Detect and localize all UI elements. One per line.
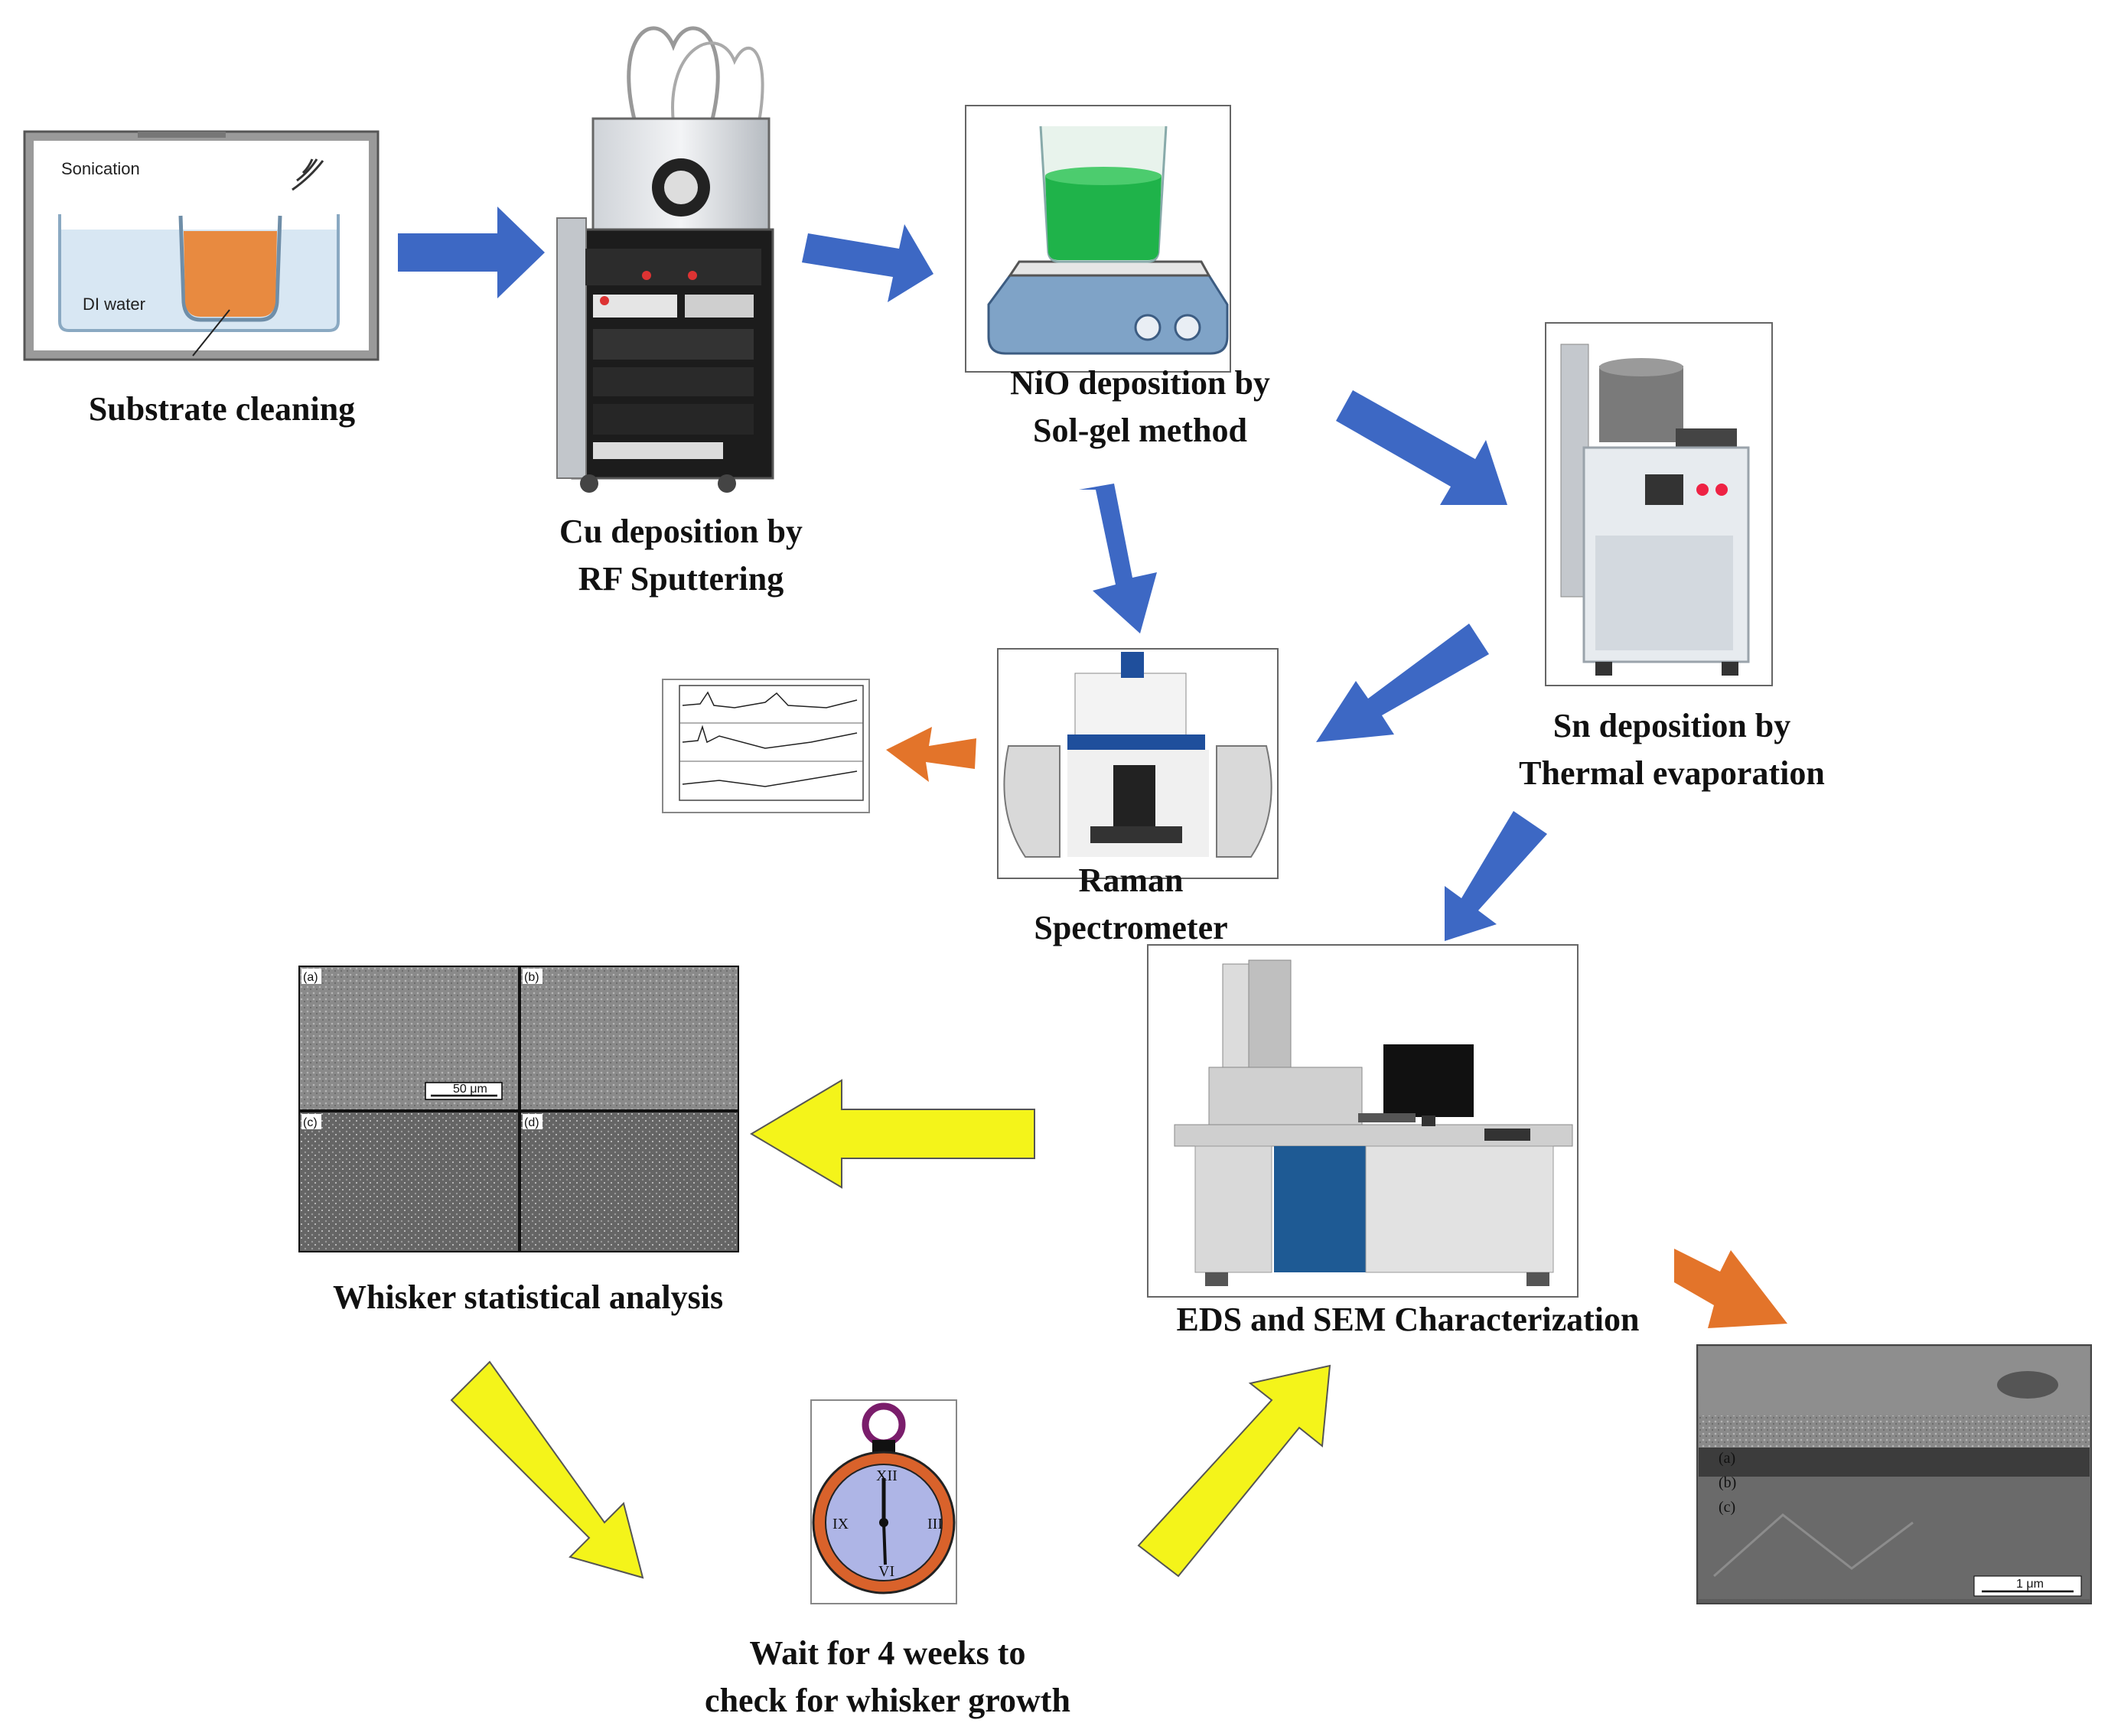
sputter-label-line1: Cu deposition by xyxy=(559,513,803,550)
thermal-label-line1: Sn deposition by xyxy=(1552,707,1791,744)
thermal-evaporator-illustration xyxy=(1545,322,1773,686)
bath-liquid: DI water xyxy=(83,295,145,314)
svg-text:IX: IX xyxy=(832,1516,849,1532)
arrow-solgel-to-raman xyxy=(1079,484,1157,633)
arrow-solgel-to-thermal xyxy=(1336,390,1507,505)
wait-step-label: Wait for 4 weeks to check for whisker gr… xyxy=(643,1630,1132,1724)
solgel-label-line1: NiO deposition by xyxy=(1010,364,1270,402)
whisker-analysis-label: Whisker statistical analysis xyxy=(332,1278,724,1316)
arrow-sputter-to-solgel xyxy=(802,224,933,302)
cross-section-sem-image: (a) (b) (c) 1 μm xyxy=(1696,1344,2092,1604)
svg-text:VI: VI xyxy=(878,1563,894,1580)
sem-step-label: EDS and SEM Characterization xyxy=(1176,1301,1640,1338)
panel-c-label: (c) xyxy=(303,1116,318,1129)
wait-label-line1: Wait for 4 weeks to xyxy=(749,1634,1026,1672)
arrow-substrate-to-sputter xyxy=(398,207,545,298)
raman-label-line1: Raman xyxy=(1078,861,1184,899)
arrow-thermal-to-sem xyxy=(1445,811,1547,941)
raman-spectrometer-illustration xyxy=(997,648,1279,879)
sonication-bath-illustration: Sonication DI water xyxy=(23,130,380,361)
arrow-whisker-to-wait xyxy=(450,1360,644,1579)
cross-section-scale-bar-label: 1 μm xyxy=(2016,1578,2044,1591)
whisker-scale-bar-label: 50 μm xyxy=(453,1083,487,1096)
rf-sputtering-machine-illustration xyxy=(556,26,774,493)
layer-a-label: (a) xyxy=(1719,1450,1735,1467)
panel-a-label: (a) xyxy=(303,971,318,984)
whisker-sem-panels: 50 μm (a) (b) (c) (d) xyxy=(298,966,739,1252)
thermal-label-line2: Thermal evaporation xyxy=(1519,754,1825,792)
wait-label-line2: check for whisker growth xyxy=(705,1681,1070,1719)
raman-spectrum-thumbnail xyxy=(662,679,870,813)
panel-b-label: (b) xyxy=(524,971,539,984)
raman-label-line2: Spectrometer xyxy=(1034,908,1228,946)
layer-b-label: (b) xyxy=(1719,1474,1736,1491)
sputter-label-line2: RF Sputtering xyxy=(578,559,784,598)
layer-c-label: (c) xyxy=(1719,1499,1735,1516)
svg-text:XII: XII xyxy=(876,1467,898,1484)
stopwatch-icon: XII III VI IX xyxy=(810,1399,957,1604)
sol-gel-stirrer-illustration xyxy=(965,105,1231,373)
sem-system-illustration xyxy=(1147,944,1579,1298)
solgel-label-line2: Sol-gel method xyxy=(1033,411,1247,449)
arrow-wait-to-sem xyxy=(1137,1364,1331,1578)
svg-text:III: III xyxy=(927,1516,943,1532)
thermal-step-label: Sn deposition by Thermal evaporation xyxy=(1469,702,1875,796)
sputter-step-label: Cu deposition by RF Sputtering xyxy=(490,508,872,602)
arrow-sem-to-whisker xyxy=(750,1079,1035,1189)
solgel-step-label: NiO deposition by Sol-gel method xyxy=(949,360,1331,454)
arrow-thermal-to-raman xyxy=(1316,624,1489,742)
substrate-cleaning-label: Substrate cleaning xyxy=(88,390,356,428)
raman-step-label: Raman Spectrometer xyxy=(978,857,1284,951)
bath-title: Sonication xyxy=(61,159,140,178)
arrow-sem-to-cross-section xyxy=(1674,1249,1787,1328)
panel-d-label: (d) xyxy=(524,1116,539,1129)
arrow-raman-to-spectrum xyxy=(886,727,976,782)
